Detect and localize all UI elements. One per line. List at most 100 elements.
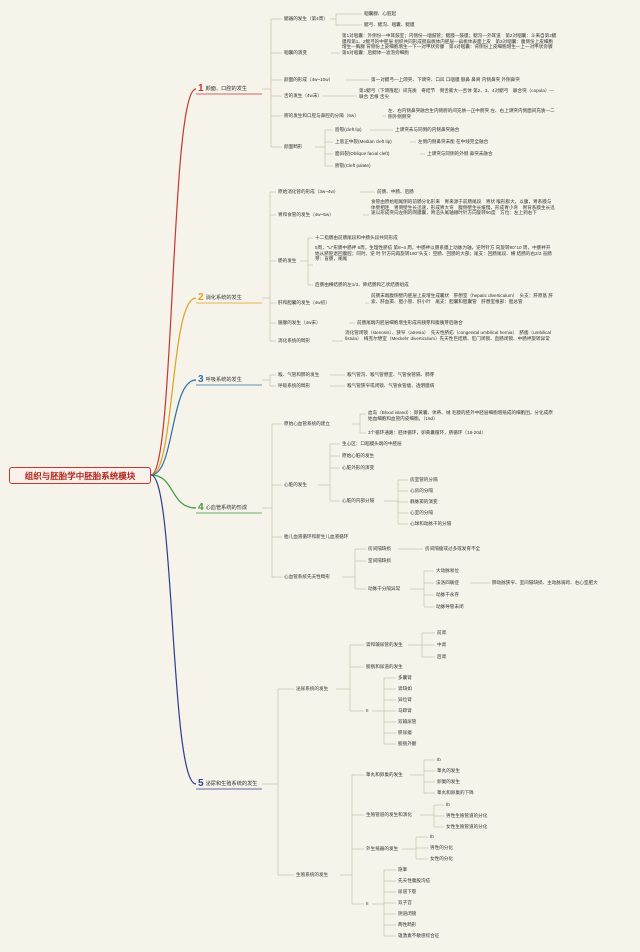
urachal-fistula[interactable]: 脐尿瘘 — [398, 730, 412, 735]
atrial-septal-defect[interactable]: 房间隔缺损 — [368, 546, 391, 551]
pharyngeal-pouch-evolution[interactable]: 咽囊的演变 — [284, 50, 307, 55]
double-ureter[interactable]: 双输尿管 — [398, 719, 417, 724]
hypospadias[interactable]: 尿道下裂 — [398, 889, 417, 894]
branchial-apparatus[interactable]: 鳃器的发生（第4周） — [284, 16, 328, 21]
genital-duct-development[interactable]: 生殖管道的发生和演化 — [366, 812, 412, 817]
primitive-heart[interactable]: 原始心脏的发生 — [342, 453, 375, 458]
sinus-venosus-evolution[interactable]: 静脉窦的演变 — [410, 499, 438, 504]
digestive-malformations[interactable]: 消化系统的畸形 — [278, 338, 311, 343]
cardiogenic-area: 生心区：口咽膜头端的中胚层 — [342, 441, 402, 446]
av-canal-septation[interactable]: 房室管的分隔 — [410, 477, 438, 482]
cleft-lip-detail: 上颌突未与同侧的内侧鼻突融合 — [395, 127, 460, 132]
cryptorchidism[interactable]: 隐睾 — [398, 867, 408, 872]
heart-shape-evolution[interactable]: 心脏外形的演变 — [342, 465, 375, 470]
palate-development[interactable]: 腭的发生和口腔与鼻腔的分隔（6w） — [284, 113, 359, 118]
palate-development-detail: 左、右内侧鼻突融合生内侧腭的间充质—正中腭突 左、右上颌突内侧面间充质—二侧外侧… — [388, 108, 555, 119]
double-uterus[interactable]: 双子宫 — [398, 900, 412, 905]
tetralogy-of-fallot-detail: 肺动脉狭窄、室间隔缺损、主动脉骑跨、右心室肥大 — [492, 580, 598, 585]
tetralogy-of-fallot[interactable]: 法洛四联症 — [436, 580, 459, 585]
transposition-great-arteries[interactable]: 大动脉易位 — [436, 568, 459, 573]
heart-development[interactable]: 心脏的发生 — [284, 482, 307, 487]
atrial-septal-defect-detail: 房间隔瘤或过多或发育不全 — [425, 546, 481, 551]
ventricle-septation[interactable]: 心室的分隔 — [410, 510, 433, 515]
external-genitalia-indifferent-stage[interactable]: Ib — [430, 834, 434, 839]
reproductive-system-development[interactable]: 生殖系统的发生 — [296, 872, 329, 877]
intestine-development[interactable]: 肠的发生 — [278, 258, 297, 263]
respiratory-malformations[interactable]: 呼吸系统的畸形 — [278, 383, 311, 388]
bulbus-truncus-septation[interactable]: 心球和动脉干的分隔 — [410, 521, 452, 526]
gonad-indifferent-stage[interactable]: Ib — [437, 757, 441, 762]
branchial-apparatus-detail-a: 咽囊腺、心脏起 — [364, 11, 397, 16]
tongue-development-detail: 第1鳃弓（下颌隆起）间充质 奇结节 侧舌膨大—舌体 第2、3、4对鳃弓 联合突（… — [359, 88, 555, 99]
urinary-malformations[interactable]: II — [366, 708, 369, 713]
female-external-genitalia[interactable]: 女性的分化 — [430, 856, 453, 861]
persistent-truncus-arteriosus[interactable]: 动脉干永存 — [436, 592, 459, 597]
ventricular-septal-defect[interactable]: 室间隔缺损 — [368, 558, 391, 563]
vaginal-atresia[interactable]: 阴道闭锁 — [398, 911, 417, 916]
testis-ovary-development[interactable]: 睾丸和卵巢的发生 — [366, 772, 403, 777]
midgut-loop-rotation: 5周，"U"形肠中肠袢 6周，生理性脐疝 第8~4 周，中肠袢以肠系膜上动脉为轴… — [315, 245, 552, 262]
face-formation-detail: 第一对鳃弓—上颌突、下颌突、口凹 口咽膜 额鼻 鼻窝 内侧鼻突 外侧鼻突 — [371, 77, 520, 82]
larynx-trachea-lung-development[interactable]: 喉、气管和肺的发生 — [278, 372, 320, 377]
ectopic-kidney[interactable]: 异位肾 — [398, 697, 412, 702]
atrium-septation[interactable]: 心房的分隔 — [410, 488, 433, 493]
congenital-inguinal-hernia[interactable]: 先天性腹股沟疝 — [398, 878, 431, 883]
section-2-number: 2 — [198, 292, 204, 303]
branchial-apparatus-detail-b: 鳃弓、鳃沟、咽囊、鳃膜 — [364, 22, 415, 27]
ovary-development[interactable]: 卵巢的发生 — [437, 779, 460, 784]
tongue-development[interactable]: 舌的发生（4w末） — [284, 93, 323, 98]
genital-duct-indifferent-stage[interactable]: Ib — [446, 802, 450, 807]
three-circulations: 3个循环通路：胚体循环，卵黄囊循环，脐循环（18-20d） — [368, 430, 486, 435]
cleft-palate[interactable]: 腭裂(Cleft palate) — [335, 163, 371, 168]
patent-ductus-arteriosus[interactable]: 动脉导管未闭 — [436, 604, 464, 609]
mesonephros[interactable]: 中肾 — [437, 642, 447, 647]
truncus-septation-abnormality[interactable]: 动脉干分隔异常 — [368, 586, 401, 591]
facial-malformations[interactable]: 颜面畸形 — [284, 144, 303, 149]
cleft-lip[interactable]: 唇裂(cleft lip) — [335, 127, 362, 132]
heart-internal-septation[interactable]: 心脏的内部分隔 — [342, 498, 375, 503]
section-2-title: 消化系统的发生 — [205, 295, 242, 301]
primitive-gut-formation[interactable]: 原始消化管的形成（3w~4w） — [278, 189, 339, 194]
section-5-number: 5 — [198, 778, 204, 789]
digestive-malformations-detail: 消化管闭锁（stenosis）、狭窄（atresia） 先天性脐疝（congen… — [345, 330, 551, 341]
oblique-facial-cleft-detail: 上颌突与同侧的外侧 鼻突未融合 — [427, 151, 493, 156]
male-genital-duct[interactable]: 男性生殖管道的分化 — [446, 813, 488, 818]
female-genital-duct[interactable]: 女性生殖管道的分化 — [446, 824, 488, 829]
renal-agenesis[interactable]: 肾缺如 — [398, 686, 412, 691]
kidney-ureter-development[interactable]: 肾和输尿管的发生 — [366, 642, 403, 647]
oblique-facial-cleft[interactable]: 面斜裂(Oblique facial cleft) — [335, 151, 390, 156]
primitive-cardiovascular-system[interactable]: 原始心血管系统的建立 — [284, 421, 330, 426]
root-topic[interactable]: 组织与胚胎学中胚胎系统模块 — [9, 467, 151, 484]
stomach-esophagus-development[interactable]: 胃和食管的发生（4w~5w） — [278, 212, 334, 217]
bladder-exstrophy[interactable]: 膀胱外翻 — [398, 741, 417, 746]
fetal-newborn-circulation[interactable]: 胎儿血液循环和新生儿血液循环 — [284, 534, 349, 539]
urinary-system-development[interactable]: 泌尿系统的发生 — [296, 686, 329, 691]
bladder-urethra-development[interactable]: 膀胱和尿道的发生 — [366, 664, 403, 669]
testis-ovary-descent[interactable]: 睾丸和卵巢的下降 — [437, 790, 474, 795]
androgen-insensitivity-syndrome[interactable]: 雄激素不敏感综合征 — [398, 933, 440, 938]
section-1-number: 1 — [198, 83, 204, 94]
horseshoe-kidney[interactable]: 马蹄肾 — [398, 708, 412, 713]
pronephros[interactable]: 前肾 — [437, 630, 447, 635]
face-formation[interactable]: 颜面的形成（4w~10w） — [284, 77, 334, 82]
congenital-heart-malformations[interactable]: 心血管系统先天性畸形 — [284, 574, 330, 579]
metanephros[interactable]: 后肾 — [437, 654, 447, 659]
section-4-title: 心血管系统的形成 — [205, 505, 248, 511]
male-external-genitalia[interactable]: 男性的分化 — [430, 845, 453, 850]
pancreas-development[interactable]: 胰腺的发生（4w末） — [278, 320, 321, 325]
external-genitalia-development[interactable]: 外生殖器的发生 — [366, 846, 399, 851]
reproductive-malformations[interactable]: II — [366, 901, 369, 906]
hermaphroditism[interactable]: 两性畸形 — [398, 922, 417, 927]
section-1-title: 颜面、口腔的发生 — [205, 86, 248, 92]
testis-development[interactable]: 睾丸的发生 — [437, 768, 460, 773]
pancreas-detail: 前肠尾端内胚层细胞增生形成背胰芽和腹胰芽后融合 — [357, 320, 463, 325]
polycystic-kidney[interactable]: 多囊肾 — [398, 675, 412, 680]
liver-gallbladder-development[interactable]: 肝和胆囊的发生（4w初） — [278, 300, 330, 305]
median-cleft-lip[interactable]: 上唇正中裂(Median cleft lip) — [335, 139, 392, 144]
